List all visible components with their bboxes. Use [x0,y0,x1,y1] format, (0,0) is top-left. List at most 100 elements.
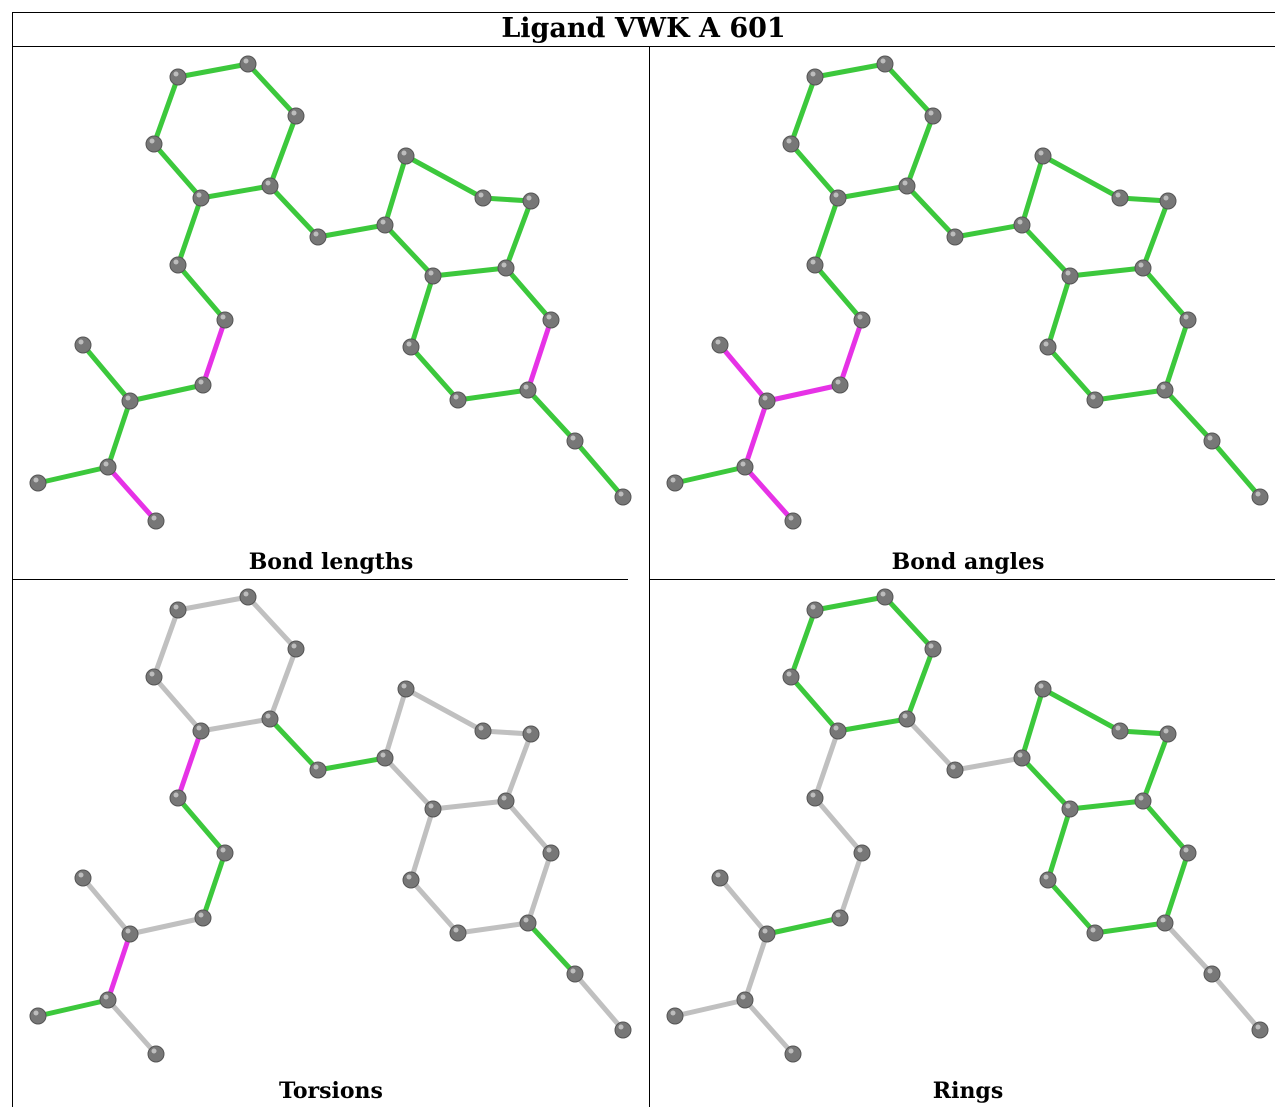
atom-24 [666,1007,684,1025]
atom-25 [1203,432,1221,450]
atom-highlight-9 [1138,262,1144,268]
atom-20 [121,392,139,410]
bond-14 [408,806,436,883]
atom-12 [449,391,467,409]
bond-8 [382,153,409,228]
atom-11 [1156,914,1174,932]
atom-highlight-14 [1115,725,1121,731]
atom-3 [898,710,916,728]
atom-26 [614,1021,632,1039]
atom-highlight-4 [833,725,839,731]
atom-highlight-5 [149,138,155,144]
bond-22 [837,850,865,921]
atom-24 [29,474,47,492]
bond-3 [835,183,910,201]
bond-17 [525,850,554,926]
atom-highlight-12 [453,394,459,400]
bond-20 [812,728,841,801]
bond-17 [1162,317,1191,393]
middle-divider-right [650,579,1275,580]
atom-9 [497,792,515,810]
atom-15 [1034,147,1052,165]
bond-21 [175,262,228,323]
atom-4 [829,722,847,740]
atom-15 [397,680,415,698]
atom-10 [542,844,560,862]
atom-0 [806,601,824,619]
bond-24 [672,997,748,1019]
atom-23 [784,1045,802,1063]
bond-6 [904,183,958,240]
atom-18 [216,844,234,862]
bond-24 [35,464,111,486]
atom-highlight-26 [1255,491,1261,497]
bond-15 [1045,877,1098,936]
bond-16 [1092,920,1168,936]
atom-4 [829,189,847,207]
bond-0 [175,594,251,613]
atom-highlight-13 [1043,874,1049,880]
atom-14 [1111,189,1129,207]
bond-26 [717,342,770,404]
bond-21 [812,795,865,856]
atom-highlight-19 [835,379,841,385]
atom-highlight-3 [902,180,908,186]
atom-14 [474,189,492,207]
bond-27 [1162,387,1215,444]
atom-highlight-6 [313,764,319,770]
atom-highlight-24 [33,477,39,483]
atom-10 [1179,844,1197,862]
atom-5 [145,135,163,153]
atom-13 [402,338,420,356]
atom-highlight-18 [857,847,863,853]
atom-2 [924,107,942,125]
atom-3 [261,177,279,195]
atom-highlight-13 [406,341,412,347]
atom-highlight-26 [618,1024,624,1030]
atom-16 [1159,725,1177,743]
atom-highlight-8 [428,803,434,809]
atom-10 [1179,311,1197,329]
bond-21 [175,795,228,856]
atom-17 [169,256,187,274]
atom-5 [782,668,800,686]
atom-highlight-24 [670,477,676,483]
bond-26 [717,875,770,937]
atom-highlight-1 [243,58,249,64]
bond-25 [742,997,796,1057]
atom-22 [99,991,117,1009]
atom-highlight-22 [740,461,746,467]
bond-25 [105,464,159,524]
atom-highlight-7 [380,219,386,225]
atom-23 [147,512,165,530]
bond-22 [200,317,228,388]
panel-rings [650,580,1275,1112]
atom-highlight-15 [1038,150,1044,156]
atom-highlight-23 [151,515,157,521]
bond-6 [904,716,958,773]
atom-highlight-26 [1255,1024,1261,1030]
atom-highlight-7 [1017,752,1023,758]
atom-2 [287,107,305,125]
atom-15 [397,147,415,165]
bond-24 [35,997,111,1019]
bond-11 [1140,731,1171,804]
atom-highlight-16 [526,195,532,201]
bond-20 [175,195,204,268]
atom-1 [239,55,257,73]
atom-highlight-15 [1038,683,1044,689]
atom-highlight-13 [406,874,412,880]
atom-20 [758,925,776,943]
bond-18 [503,798,554,856]
bond-14 [408,273,436,350]
bond-18 [1140,265,1191,323]
atom-19 [831,376,849,394]
atom-19 [194,376,212,394]
bond-0 [175,61,251,80]
atom-21 [711,336,729,354]
figure-title: Ligand VWK A 601 [501,13,786,44]
bond-7 [952,222,1025,240]
atom-8 [1061,267,1079,285]
atom-highlight-8 [428,270,434,276]
atom-highlight-14 [1115,192,1121,198]
